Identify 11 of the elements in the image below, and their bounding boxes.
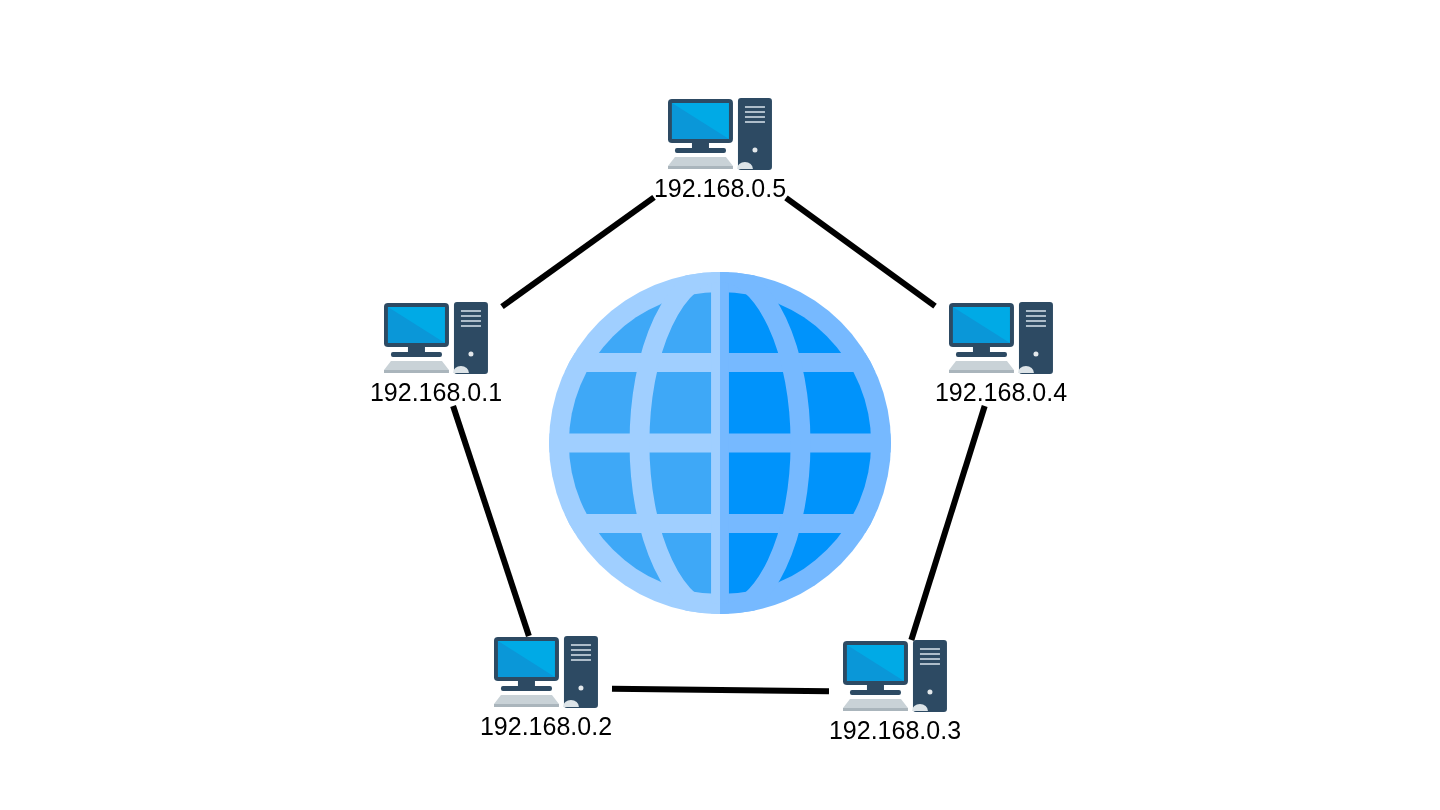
- connection-line: [784, 195, 937, 309]
- connection-line: [908, 405, 988, 641]
- ip-address-label: 192.168.0.1: [369, 378, 503, 406]
- globe-illustration: [549, 272, 891, 614]
- connection-line: [500, 194, 656, 310]
- ip-address-label: 192.168.0.5: [653, 174, 787, 202]
- connection-line: [450, 405, 532, 637]
- ip-address-label: 192.168.0.2: [479, 712, 613, 740]
- connection-line: [611, 685, 830, 695]
- ip-address-label: 192.168.0.4: [934, 378, 1068, 406]
- ip-address-label: 192.168.0.3: [828, 716, 962, 744]
